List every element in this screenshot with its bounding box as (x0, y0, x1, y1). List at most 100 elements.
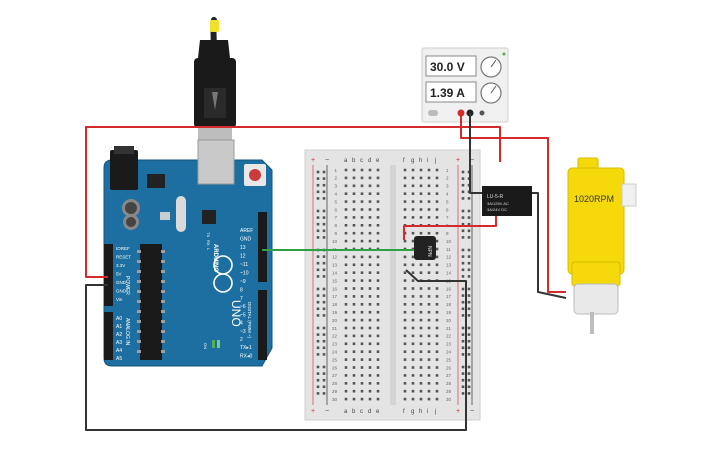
rail-hole (316, 222, 320, 226)
rail-hole (316, 300, 320, 304)
breadboard-hole (411, 271, 415, 274)
breadboard-hole (427, 358, 431, 361)
breadboard-hole (376, 231, 380, 235)
rail-hole (322, 339, 326, 343)
rail-hole (316, 190, 320, 194)
rail-hole (316, 365, 320, 369)
rail-hole (322, 378, 326, 382)
rail-hole (461, 333, 465, 336)
rail-hole (461, 372, 465, 375)
row-number: 26 (332, 365, 338, 370)
breadboard-hole (435, 389, 439, 393)
breadboard-hole (411, 358, 415, 361)
breadboard-hole (344, 208, 348, 211)
rail-hole (322, 353, 326, 356)
breadboard-hole (360, 168, 364, 172)
breadboard-hole (376, 168, 380, 172)
rail-hole (316, 307, 320, 311)
rail-hole (316, 353, 320, 356)
column-label: c (360, 158, 363, 164)
rail-hole (316, 216, 320, 219)
breadboard-hole (435, 168, 439, 172)
rail-polarity-label: − (325, 408, 329, 415)
breadboard-hole (376, 326, 380, 330)
usb-port (197, 139, 235, 185)
breadboard-hole (427, 366, 431, 369)
digital-pin-label: ~9 (240, 279, 246, 285)
rail-polarity-label: + (311, 157, 315, 164)
rail-hole (316, 333, 320, 336)
breadboard-hole (368, 310, 372, 314)
rail-hole (461, 209, 465, 213)
breadboard-hole (352, 334, 356, 338)
row-number: 17 (446, 294, 452, 299)
row-number: 9 (334, 231, 337, 236)
rail-hole (467, 326, 471, 330)
power-switch[interactable] (428, 110, 438, 116)
breadboard-hole (427, 192, 431, 195)
rail-hole (322, 314, 326, 317)
rail-hole (322, 183, 326, 187)
digital-pin-label: TX▸1 (240, 345, 252, 351)
rail-hole (461, 216, 465, 219)
rail-hole (322, 209, 326, 213)
breadboard-hole (368, 382, 372, 385)
rail-hole (467, 314, 471, 317)
rail-hole (322, 229, 326, 233)
power-pin-label: Vin (116, 297, 123, 302)
digital-pin-label: 8 (240, 288, 243, 294)
breadboard-hole (360, 326, 364, 330)
breadboard-hole (427, 303, 431, 306)
breadboard-hole (427, 216, 431, 219)
breadboard-hole (419, 208, 423, 211)
relay-line3: 3A/24V DC (487, 207, 507, 212)
breadboard-hole (411, 208, 415, 211)
breadboard-hole (368, 231, 372, 235)
row-number: 20 (332, 318, 338, 323)
breadboard-hole (411, 200, 415, 203)
power-header-title: POWER (124, 276, 130, 295)
breadboard-hole (403, 192, 407, 195)
power-pin-label: 5V (116, 272, 122, 277)
breadboard-hole (403, 310, 407, 314)
breadboard-hole (411, 287, 415, 290)
breadboard-hole (419, 374, 423, 377)
rail-hole (467, 392, 471, 395)
rail-hole (322, 236, 326, 239)
rail-hole (316, 255, 320, 258)
rail-hole (461, 222, 465, 226)
breadboard-hole (427, 374, 431, 377)
rail-hole (467, 365, 471, 369)
motor-label: 1020RPM (574, 194, 614, 204)
rail-hole (461, 346, 465, 350)
breadboard-hole (376, 358, 380, 361)
breadboard-hole (427, 176, 431, 180)
rail-hole (322, 392, 326, 395)
breadboard-hole (352, 366, 356, 369)
row-number: 5 (334, 199, 337, 204)
relay: LU-5-R 3A/125V AC 3A/24V DC (482, 186, 532, 216)
digital-pin-label: ~11 (240, 262, 248, 268)
breadboard-hole (427, 397, 431, 401)
breadboard-hole (376, 263, 380, 267)
rail-hole (316, 392, 320, 395)
rail-polarity-label: − (470, 408, 474, 415)
wires (85, 113, 567, 431)
row-number: 21 (332, 326, 338, 331)
breadboard-hole (435, 287, 439, 290)
rail-hole (467, 294, 471, 297)
current-display (425, 81, 477, 103)
breadboard-hole (403, 279, 407, 282)
breadboard-hole (427, 263, 431, 267)
rail-hole (461, 268, 465, 272)
breadboard-hole (411, 310, 415, 314)
power-pin-label: RESET (116, 255, 131, 260)
breadboard-hole (352, 326, 356, 330)
breadboard-hole (376, 350, 380, 353)
breadboard-hole (360, 389, 364, 393)
row-number: 22 (446, 334, 452, 339)
breadboard-hole (360, 397, 364, 401)
breadboard-hole (427, 350, 431, 353)
breadboard-hole (376, 224, 380, 227)
